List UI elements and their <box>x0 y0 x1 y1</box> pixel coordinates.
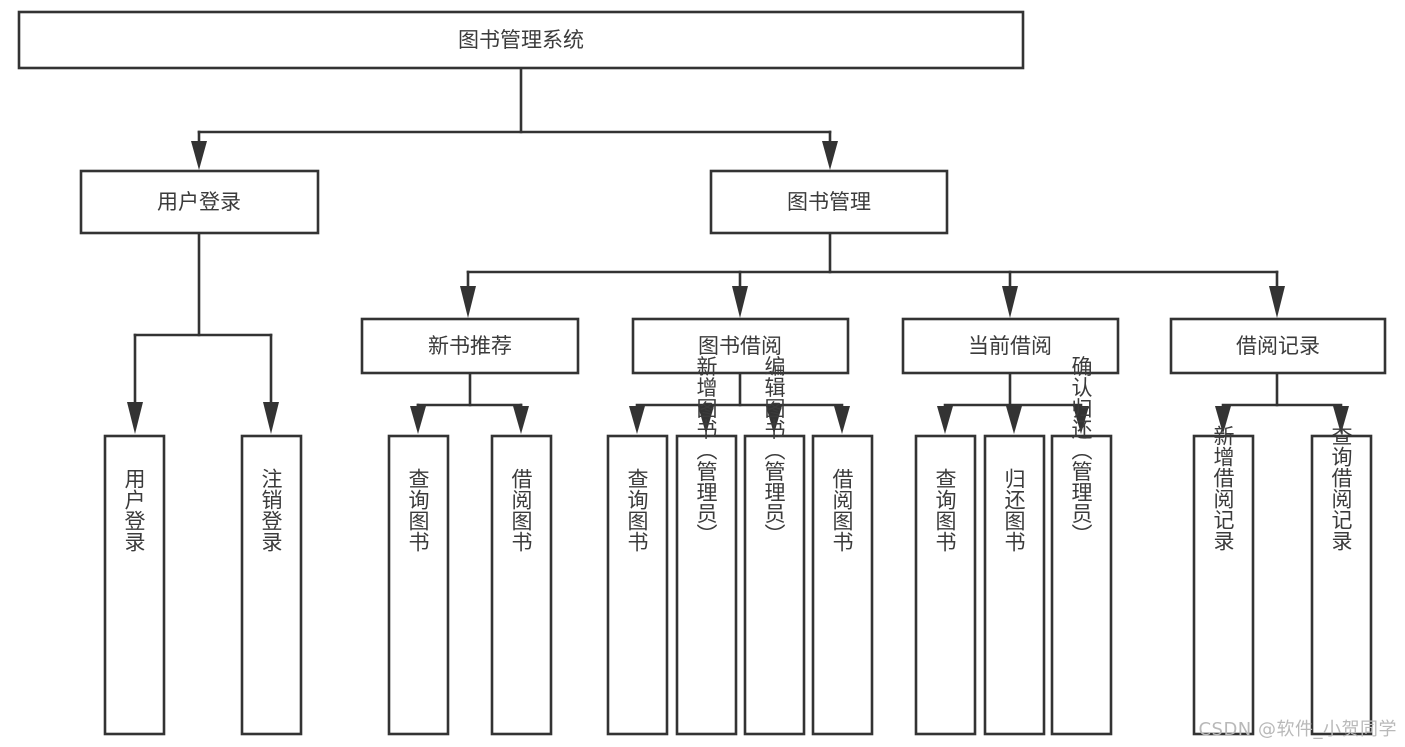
node-new-book-recommend[interactable]: 新书推荐 <box>360 317 580 375</box>
node-book-manage-box[interactable] <box>709 169 949 235</box>
leaf-label: 查询借阅记录 <box>1329 425 1353 551</box>
leaf-label: 查询图书 <box>625 468 649 552</box>
leaf-bookborrow-query-book[interactable]: 查询图书 <box>606 434 669 736</box>
leaf-box[interactable] <box>811 434 874 736</box>
connectors-currentborrow-to-leaves <box>937 371 1089 434</box>
arrow-level2-1 <box>460 286 476 318</box>
leaf-label: 用户登录 <box>122 468 146 552</box>
node-current-borrow-box[interactable] <box>901 317 1120 375</box>
arrow-leaf-cb-2 <box>1006 406 1022 434</box>
arrow-leaf-bb-2 <box>698 406 714 434</box>
node-book-borrow-box[interactable] <box>631 317 850 375</box>
arrow-leaf-bb-4 <box>834 406 850 434</box>
arrow-book-manage <box>822 141 838 170</box>
node-user-login-label: 用户登录 <box>157 190 241 214</box>
arrow-level2-4 <box>1269 286 1285 318</box>
leaf-box[interactable] <box>743 434 806 736</box>
leaf-label: 注销登录 <box>259 468 283 552</box>
node-root-label: 图书管理系统 <box>458 28 584 52</box>
leaf-label: 新增借阅记录 <box>1211 425 1235 551</box>
node-new-book-recommend-label: 新书推荐 <box>428 334 512 358</box>
arrow-leaf-bb-1 <box>629 406 645 434</box>
node-book-manage[interactable]: 图书管理 <box>709 169 949 235</box>
node-book-borrow-label: 图书借阅 <box>698 334 782 358</box>
leaf-box[interactable] <box>983 434 1046 736</box>
connectors-borrowrecord-to-leaves <box>1215 371 1349 434</box>
node-user-login[interactable]: 用户登录 <box>79 169 320 235</box>
leaf-box[interactable] <box>606 434 669 736</box>
leaf-box[interactable] <box>1050 434 1113 736</box>
leaf-box[interactable] <box>914 434 977 736</box>
leaf-label: 借阅图书 <box>830 468 854 552</box>
node-borrow-record[interactable]: 借阅记录 <box>1169 317 1387 375</box>
leaf-label: 查询图书 <box>406 468 430 552</box>
leaf-box[interactable] <box>387 434 450 736</box>
leaf-label: 编辑图书（管理员） <box>762 356 786 545</box>
node-borrow-record-label: 借阅记录 <box>1236 334 1320 358</box>
leaf-label: 查询图书 <box>933 468 957 552</box>
leaf-box[interactable] <box>675 434 738 736</box>
leaf-label: 确认归还（管理员） <box>1069 356 1093 545</box>
node-borrow-record-box[interactable] <box>1169 317 1387 375</box>
node-root[interactable]: 图书管理系统 <box>17 10 1025 70</box>
leaf-label: 新增图书（管理员） <box>694 356 718 545</box>
leaf-bookborrow-borrow-book[interactable]: 借阅图书 <box>811 434 874 736</box>
node-root-box[interactable] <box>17 10 1025 70</box>
connectors-bookborrow-to-leaves <box>629 371 850 434</box>
leaf-newbook-borrow-book[interactable]: 借阅图书 <box>490 434 553 736</box>
arrow-leaf-nb-1 <box>410 406 426 434</box>
arrow-leaf-nb-2 <box>513 406 529 434</box>
leaf-borrowrecord-query-record[interactable]: 查询借阅记录 <box>1310 425 1373 736</box>
arrow-leaf-cb-1 <box>937 406 953 434</box>
leaf-bookborrow-add-book[interactable]: 新增图书（管理员） <box>675 356 738 736</box>
arrow-leaf-bb-3 <box>766 406 782 434</box>
arrow-leaf-br-2 <box>1333 406 1349 434</box>
leaf-currentborrow-query-book[interactable]: 查询图书 <box>914 434 977 736</box>
leaf-currentborrow-return-book[interactable]: 归还图书 <box>983 434 1046 736</box>
arrow-leaf-cb-3 <box>1073 406 1089 434</box>
leaf-bookborrow-edit-book[interactable]: 编辑图书（管理员） <box>743 356 806 736</box>
connectors-root-to-level1 <box>191 66 838 170</box>
leaf-label: 借阅图书 <box>509 468 533 552</box>
arrow-user-login <box>191 141 207 170</box>
csdn-watermark: CSDN @软件_小贺同学 <box>1198 719 1397 740</box>
leaf-box[interactable] <box>240 434 303 736</box>
leaf-borrowrecord-add-record[interactable]: 新增借阅记录 <box>1192 425 1255 736</box>
connectors-user-login-to-leaves <box>127 231 279 434</box>
leaf-box[interactable] <box>1310 434 1373 736</box>
leaf-currentborrow-confirm-return[interactable]: 确认归还（管理员） <box>1050 356 1113 736</box>
leaf-label: 归还图书 <box>1002 468 1026 552</box>
arrow-leaf-ul-2 <box>263 402 279 434</box>
leaf-user-login-logout[interactable]: 注销登录 <box>240 434 303 736</box>
connectors-book-manage-to-level2 <box>460 231 1285 318</box>
node-book-borrow[interactable]: 图书借阅 <box>631 317 850 375</box>
node-user-login-box[interactable] <box>79 169 320 235</box>
arrow-level2-3 <box>1002 286 1018 318</box>
node-current-borrow[interactable]: 当前借阅 <box>901 317 1120 375</box>
connectors-newbook-to-leaves <box>410 371 529 434</box>
node-book-manage-label: 图书管理 <box>787 190 871 214</box>
node-current-borrow-label: 当前借阅 <box>968 334 1052 358</box>
leaf-box[interactable] <box>103 434 166 736</box>
leaf-box[interactable] <box>1192 434 1255 736</box>
arrow-leaf-br-1 <box>1215 406 1231 434</box>
arrow-level2-2 <box>732 286 748 318</box>
leaf-newbook-query-book[interactable]: 查询图书 <box>387 434 450 736</box>
leaf-user-login-login[interactable]: 用户登录 <box>103 434 166 736</box>
leaf-box[interactable] <box>490 434 553 736</box>
arrow-leaf-ul-1 <box>127 402 143 434</box>
node-new-book-recommend-box[interactable] <box>360 317 580 375</box>
